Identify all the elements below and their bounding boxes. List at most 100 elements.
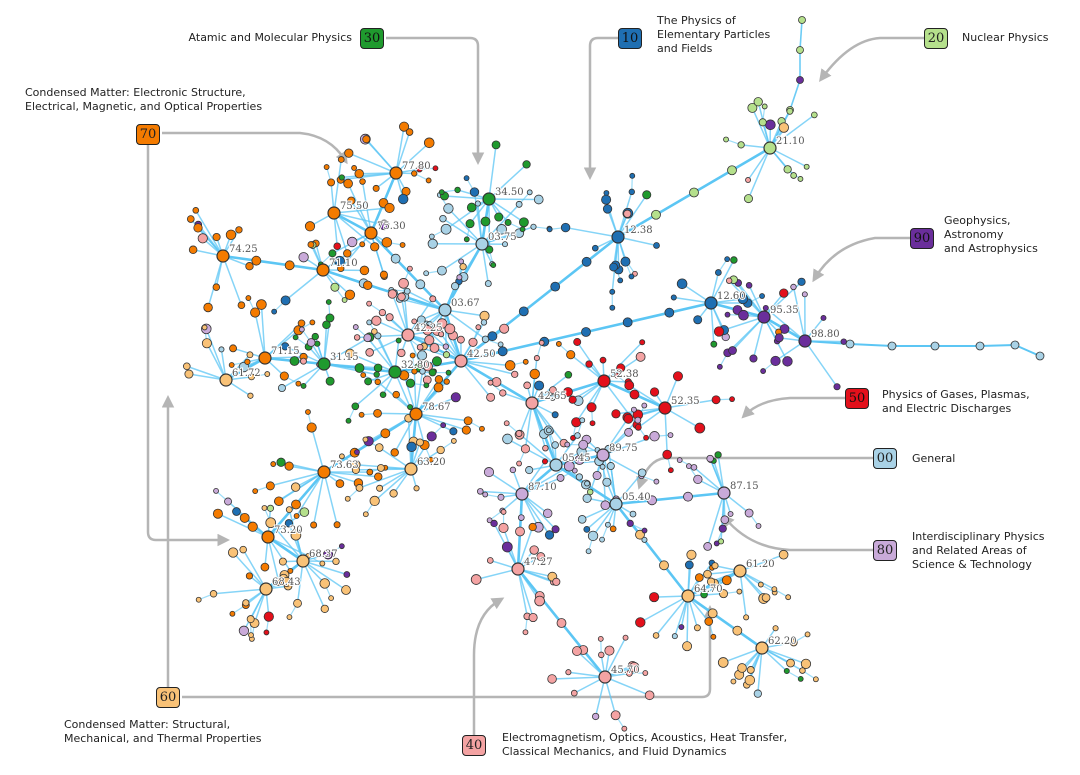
leaf-node <box>278 557 287 566</box>
category-badge-60: 60 <box>156 687 180 708</box>
edge <box>267 536 291 572</box>
callout-arrow-10 <box>583 36 618 180</box>
edge <box>395 131 411 174</box>
hub-node-52.35[interactable] <box>658 401 672 415</box>
hub-node-12.60[interactable] <box>704 296 718 310</box>
hub-node-05.45[interactable] <box>549 458 563 472</box>
hub-node-42.65[interactable] <box>525 396 539 410</box>
leaf-node <box>203 302 213 313</box>
edge <box>460 360 492 398</box>
leaf-node <box>195 596 202 603</box>
leaf-node <box>373 371 380 378</box>
leaf-node <box>218 346 225 353</box>
leaf-node <box>292 334 299 341</box>
hub-node-75.50[interactable] <box>327 206 341 220</box>
hub-node-64.70[interactable] <box>681 589 695 603</box>
intermediate-node <box>390 253 401 264</box>
leaf-node <box>201 324 208 331</box>
leaf-node <box>765 119 776 131</box>
leaf-node <box>284 461 294 471</box>
hub-node-62.20[interactable] <box>755 641 769 655</box>
hub-node-32.80[interactable] <box>388 365 402 379</box>
hub-node-89.75[interactable] <box>596 448 610 462</box>
hub-node-03.67[interactable] <box>438 303 452 317</box>
hub-node-52.38[interactable] <box>597 374 611 388</box>
hub-node-68.37[interactable] <box>296 554 310 568</box>
leaf-node <box>362 436 369 443</box>
hub-node-61.20[interactable] <box>733 564 747 578</box>
hub-node-87.15[interactable] <box>717 486 731 500</box>
leaf-node <box>428 233 435 240</box>
hub-node-03.75[interactable] <box>475 237 489 251</box>
hub-node-95.35[interactable] <box>757 310 771 324</box>
hub-node-34.50[interactable] <box>482 192 496 206</box>
leaf-node <box>573 338 582 346</box>
hub-node-75.30[interactable] <box>364 226 378 240</box>
leaf-node <box>287 567 294 574</box>
leaf-node <box>783 668 790 675</box>
leaf-node <box>778 549 789 560</box>
hub-node-05.40[interactable] <box>609 497 623 511</box>
leaf-node <box>359 178 366 185</box>
leaf-node <box>757 581 764 588</box>
edge <box>604 676 617 716</box>
hub-node-73.20[interactable] <box>261 530 275 544</box>
hub-node-87.10[interactable] <box>515 487 529 501</box>
hub-node-12.38[interactable] <box>611 230 625 244</box>
leaf-node <box>649 431 660 442</box>
chain-node <box>887 341 897 351</box>
hub-node-63.20[interactable] <box>404 462 418 476</box>
leaf-node <box>235 226 243 234</box>
hub-node-77.80[interactable] <box>389 166 403 180</box>
edge <box>531 402 565 444</box>
leaf-node <box>491 140 501 150</box>
leaf-node <box>678 624 685 630</box>
leaf-node <box>671 633 678 640</box>
hub-label: 89.75 <box>609 443 638 454</box>
edge <box>441 243 483 272</box>
hub-node-73.63[interactable] <box>317 465 331 479</box>
edge <box>1014 344 1041 357</box>
hub-labels: 74.2571.1075.5075.3077.8003.7534.5003.67… <box>228 135 841 677</box>
leaf-node <box>620 256 631 267</box>
hub-node-71.10[interactable] <box>316 263 330 277</box>
leaf-node <box>245 572 254 580</box>
intermediate-node <box>683 491 693 502</box>
category-label-70: Condensed Matter: Electronic Structure,E… <box>25 86 262 114</box>
edge <box>267 536 280 583</box>
leaf-node <box>371 315 382 326</box>
edge <box>205 328 227 381</box>
leaf-node <box>591 244 599 252</box>
leaf-node <box>232 507 241 516</box>
hub-label: 68.37 <box>309 549 338 560</box>
hub-node-78.67[interactable] <box>409 407 423 421</box>
edge <box>655 595 689 636</box>
hub-node-68.43[interactable] <box>259 582 273 596</box>
leaf-node <box>463 236 470 243</box>
leaf-node <box>690 464 698 471</box>
intermediate-node <box>659 560 669 571</box>
hub-node-21.10[interactable] <box>763 141 777 155</box>
edge <box>488 163 528 200</box>
hub-node-61.72[interactable] <box>219 373 233 387</box>
hub-node-42.50[interactable] <box>454 354 468 368</box>
leaf-node <box>266 504 275 512</box>
leaf-node <box>626 519 634 528</box>
edge <box>521 465 570 495</box>
leaf-node <box>551 411 559 419</box>
intermediate-node <box>629 389 640 400</box>
leaf-node <box>298 326 305 333</box>
edge <box>722 647 763 664</box>
hub-node-71.15[interactable] <box>258 351 272 365</box>
hub-node-31.15[interactable] <box>317 357 331 371</box>
leaf-node <box>484 280 492 288</box>
hub-label: 61.72 <box>232 368 261 379</box>
hub-node-45.70[interactable] <box>598 670 612 684</box>
nodes <box>182 16 1045 732</box>
hub-node-98.80[interactable] <box>798 334 812 348</box>
leaf-node <box>229 610 236 617</box>
hub-node-47.27[interactable] <box>511 562 525 576</box>
hub-node-74.25[interactable] <box>216 249 230 263</box>
edge <box>270 522 304 562</box>
hub-node-42.25[interactable] <box>401 328 415 342</box>
